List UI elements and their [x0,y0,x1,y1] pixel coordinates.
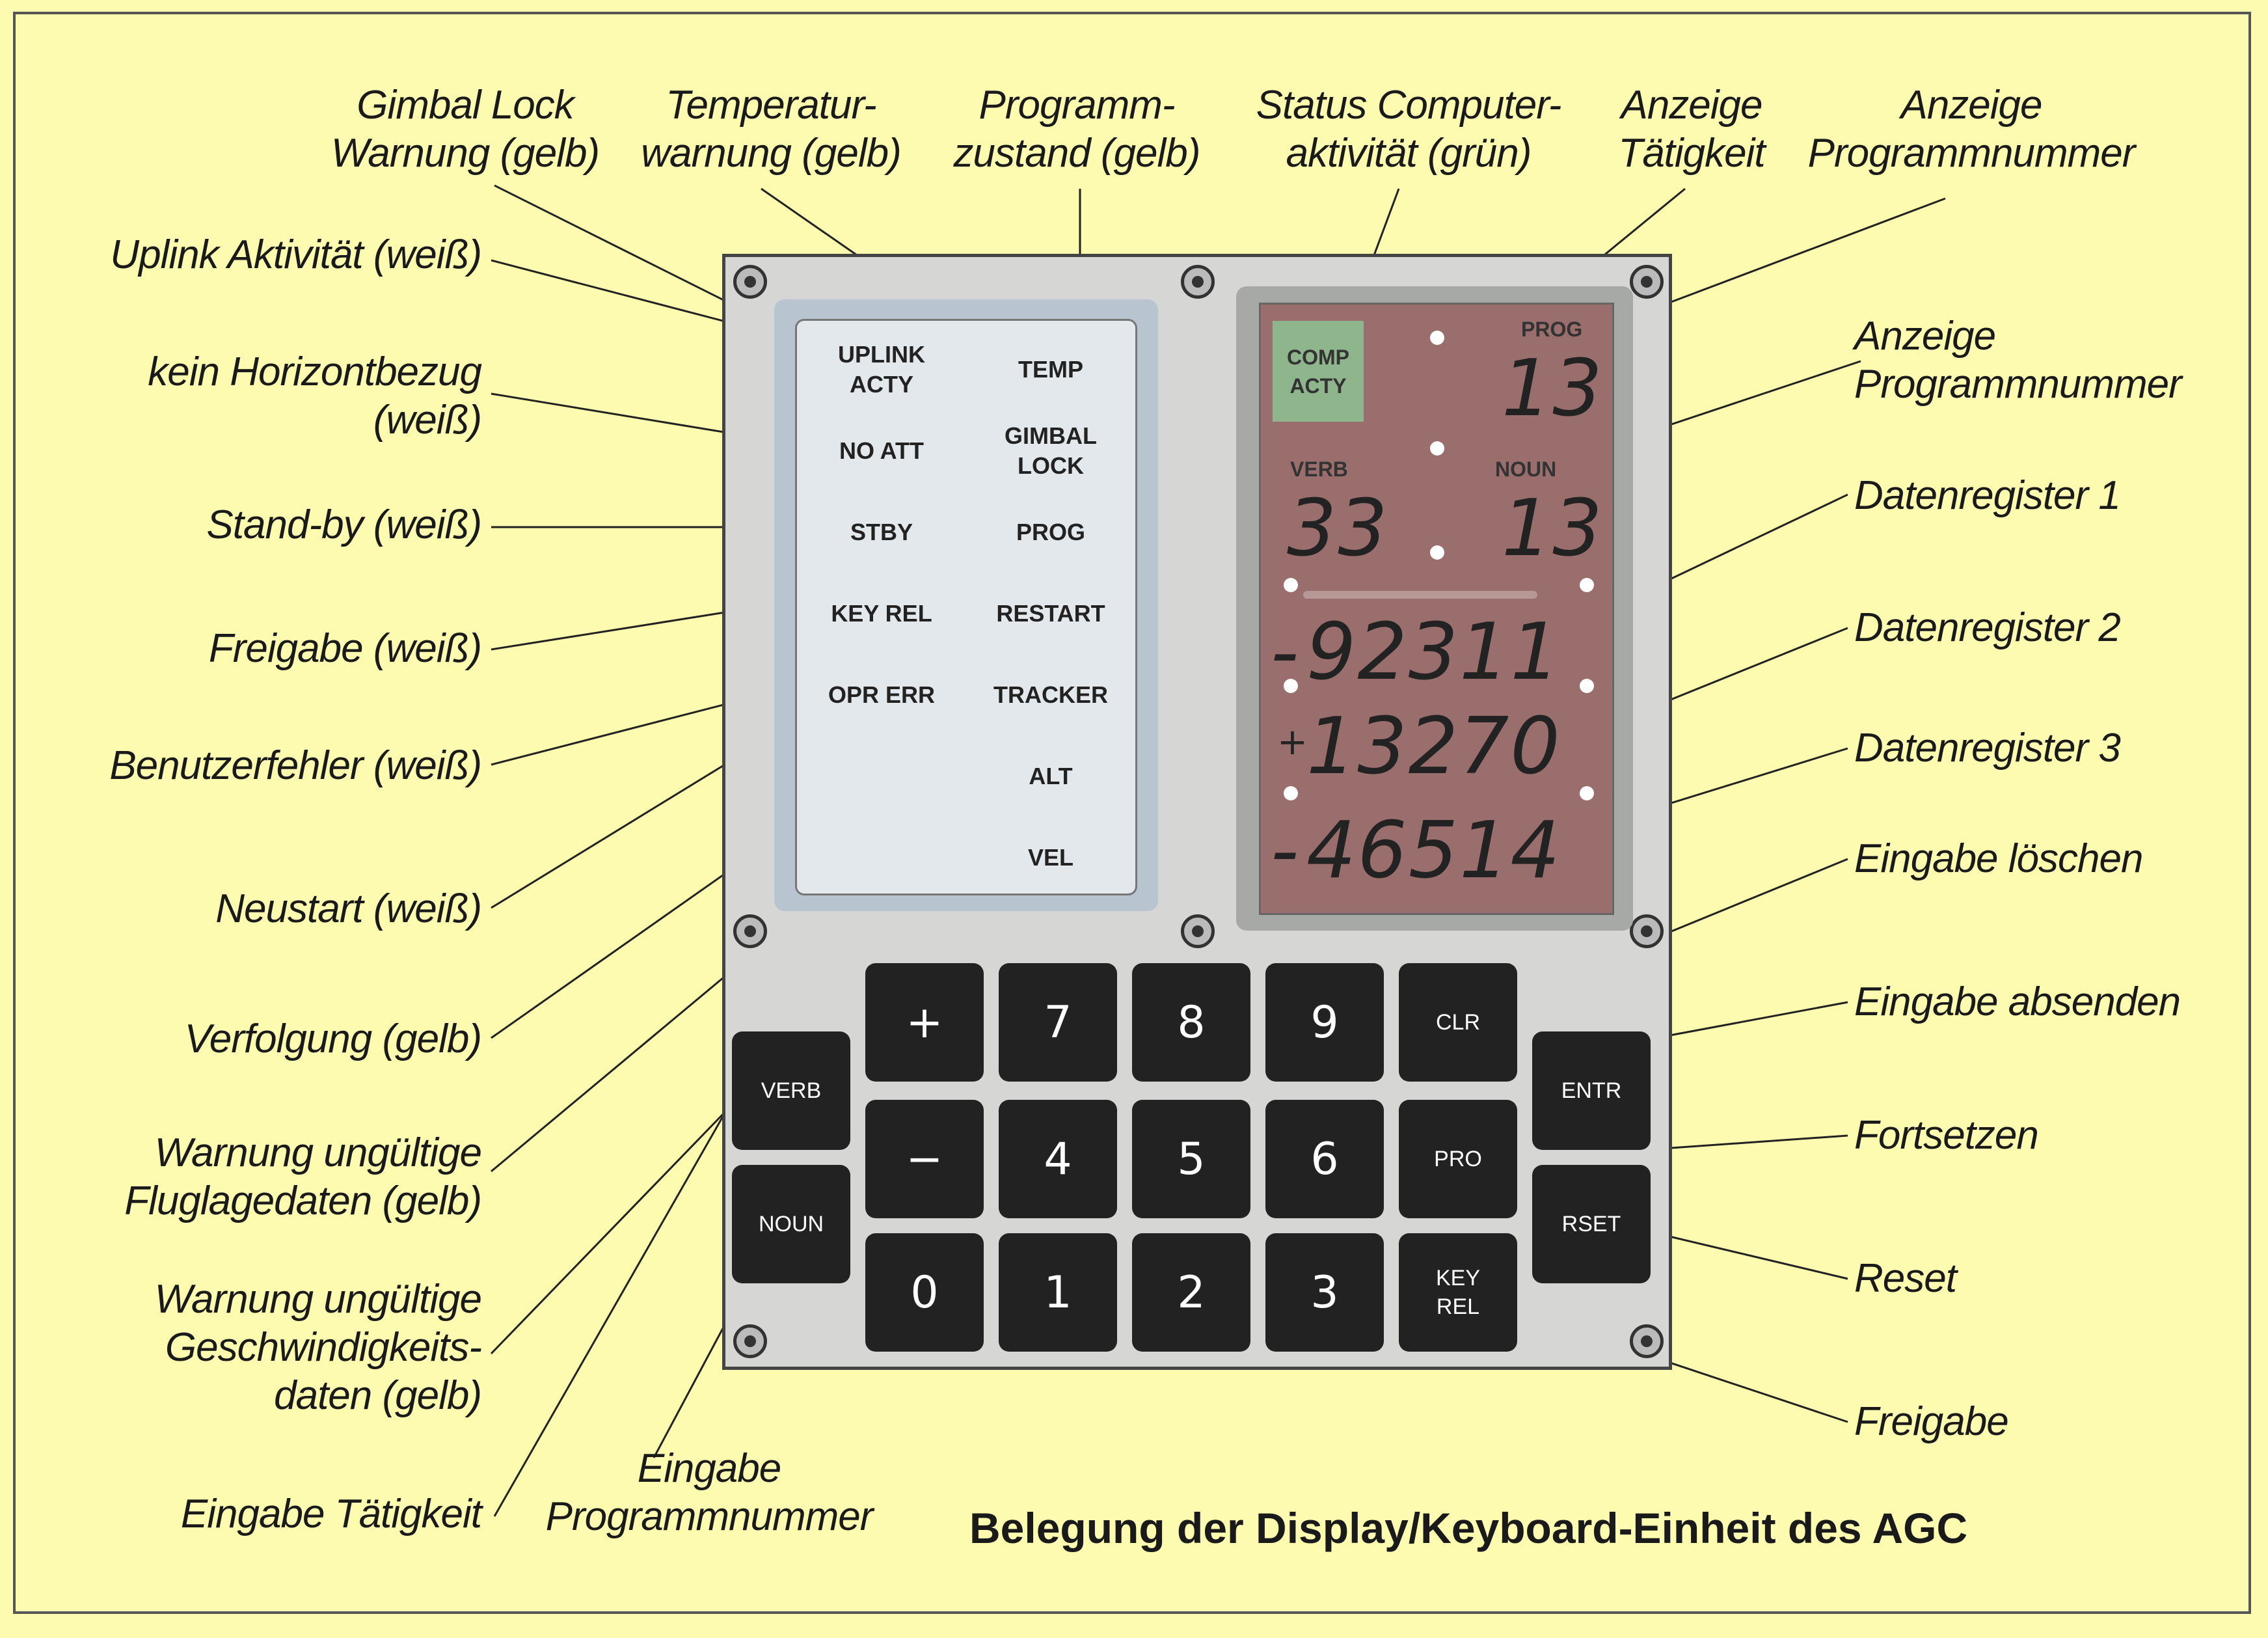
label-restart: Neustart (weiß) [215,886,482,931]
prog-label: PROG [1521,318,1583,341]
screw-icon [1181,914,1215,948]
diagram-title: Belegung der Display/Keyboard-Einheit de… [969,1504,1968,1552]
leader-rset [1655,1232,1848,1280]
comp-acty-lamp: COMP ACTY [1273,321,1364,422]
label-gimbal-lock: Gimbal Lock Warnung (gelb) [331,83,600,176]
key-6[interactable]: 6 [1265,1100,1384,1218]
indicator-dot [1284,578,1298,592]
lamp-temp: TEMP [1018,356,1083,383]
lamp-gimbal-lock: GIMBAL LOCK [1005,422,1097,479]
label-stby: Stand-by (weiß) [206,502,482,547]
register-3-digits: 46514 [1306,806,1561,896]
indicator-dot [1580,786,1594,800]
dsky-unit: UPLINK ACTY TEMP NO ATT GIMBAL LOCK STBY… [722,254,1672,1370]
verb-digits: 33 [1287,484,1389,574]
screw-icon [733,1324,767,1358]
noun-digits: 13 [1502,484,1604,574]
label-status-computer: Status Computer- aktivität (grün) [1256,83,1562,176]
key-5[interactable]: 5 [1132,1100,1250,1218]
screw-icon [1630,265,1664,299]
key-7[interactable]: 7 [999,963,1117,1082]
label-key-rel-lamp: Freigabe (weiß) [208,626,482,671]
plus-key[interactable]: + [865,963,984,1082]
label-program-state: Programm- zustand (gelb) [953,83,1201,176]
minus-key[interactable]: − [865,1100,984,1218]
lamp-tracker: TRACKER [993,681,1108,708]
pro-key[interactable]: PRO [1399,1100,1517,1218]
indicator-dot [1580,578,1594,592]
prog-digits: 13 [1502,344,1604,434]
label-noun-display: Anzeige Programmnummer [1854,314,2182,407]
lamp-grid: UPLINK ACTY TEMP NO ATT GIMBAL LOCK STBY… [795,319,1137,895]
lamp-key-rel: KEY REL [831,600,932,627]
label-verb-display: Anzeige Tätigkeit [1618,83,1765,176]
indicator-dot [1430,441,1444,456]
label-vel: Warnung ungültige Geschwindigkeits- date… [154,1277,482,1418]
label-tracker: Verfolgung (gelb) [184,1017,482,1061]
label-program-number-top: Anzeige Programmnummer [1807,83,2136,176]
label-noun-input: Eingabe Programmnummer [545,1446,874,1539]
el-display: COMP ACTY PROG 13 VERB NOUN 33 13 - 9231… [1259,303,1614,915]
label-no-att: kein Horizontbezug (weiß) [148,349,482,443]
diagram-frame [13,12,2251,1614]
verb-label: VERB [1290,457,1348,481]
label-rset: Reset [1854,1256,1957,1301]
indicator-dot [1430,545,1444,560]
register-1-digits: 92311 [1306,607,1561,698]
lamp-prog: PROG [1016,519,1085,545]
indicator-dot [1284,679,1298,693]
indicator-dot [1284,786,1298,800]
key-8[interactable]: 8 [1132,963,1250,1082]
key-9[interactable]: 9 [1265,963,1384,1082]
label-verb-input: Eingabe Tätigkeit [180,1492,482,1536]
register-2-digits: 13270 [1306,702,1561,792]
label-data-register-1: Datenregister 1 [1854,473,2121,518]
register-2-sign: + [1277,721,1309,763]
key-rel-key[interactable]: KEY REL [1399,1233,1517,1352]
clr-key[interactable]: CLR [1399,963,1517,1082]
noun-key[interactable]: NOUN [732,1165,850,1283]
lamp-no-att: NO ATT [839,437,924,464]
register-3-sign: - [1271,806,1301,896]
screw-icon [1630,914,1664,948]
lamp-restart: RESTART [996,600,1105,627]
lamp-vel: VEL [1027,844,1073,871]
label-pro: Fortsetzen [1854,1113,2039,1158]
key-2[interactable]: 2 [1132,1233,1250,1352]
label-clr: Eingabe löschen [1854,836,2143,881]
lamp-stby: STBY [850,519,913,545]
label-key-rel-key: Freigabe [1854,1399,2009,1444]
key-0[interactable]: 0 [865,1233,984,1352]
screw-icon [1630,1324,1664,1358]
separator-bar [1303,591,1537,599]
lamp-uplink-acty: UPLINK ACTY [838,341,925,398]
label-entr: Eingabe absenden [1854,979,2181,1024]
label-uplink: Uplink Aktivität (weiß) [110,232,482,277]
key-4[interactable]: 4 [999,1100,1117,1218]
verb-key[interactable]: VERB [732,1031,850,1150]
indicator-dot [1580,679,1594,693]
label-data-register-2: Datenregister 2 [1854,605,2121,650]
key-1[interactable]: 1 [999,1233,1117,1352]
leader-entr [1655,1001,1848,1039]
entr-key[interactable]: ENTR [1532,1031,1651,1150]
lamp-alt: ALT [1029,763,1073,789]
indicator-dot [1430,331,1444,345]
screw-icon [733,265,767,299]
screw-icon [1181,265,1215,299]
screw-icon [733,914,767,948]
noun-label: NOUN [1495,457,1557,481]
label-temperature: Temperatur- warnung (gelb) [641,83,902,176]
label-data-register-3: Datenregister 3 [1854,726,2121,771]
rset-key[interactable]: RSET [1532,1165,1651,1283]
el-display-panel: COMP ACTY PROG 13 VERB NOUN 33 13 - 9231… [1236,286,1633,931]
label-opr-err: Benutzerfehler (weiß) [109,743,482,788]
label-alt: Warnung ungültige Fluglagedaten (gelb) [124,1130,482,1223]
key-3[interactable]: 3 [1265,1233,1384,1352]
lamp-opr-err: OPR ERR [828,681,936,708]
lamp-panel: UPLINK ACTY TEMP NO ATT GIMBAL LOCK STBY… [774,299,1158,911]
